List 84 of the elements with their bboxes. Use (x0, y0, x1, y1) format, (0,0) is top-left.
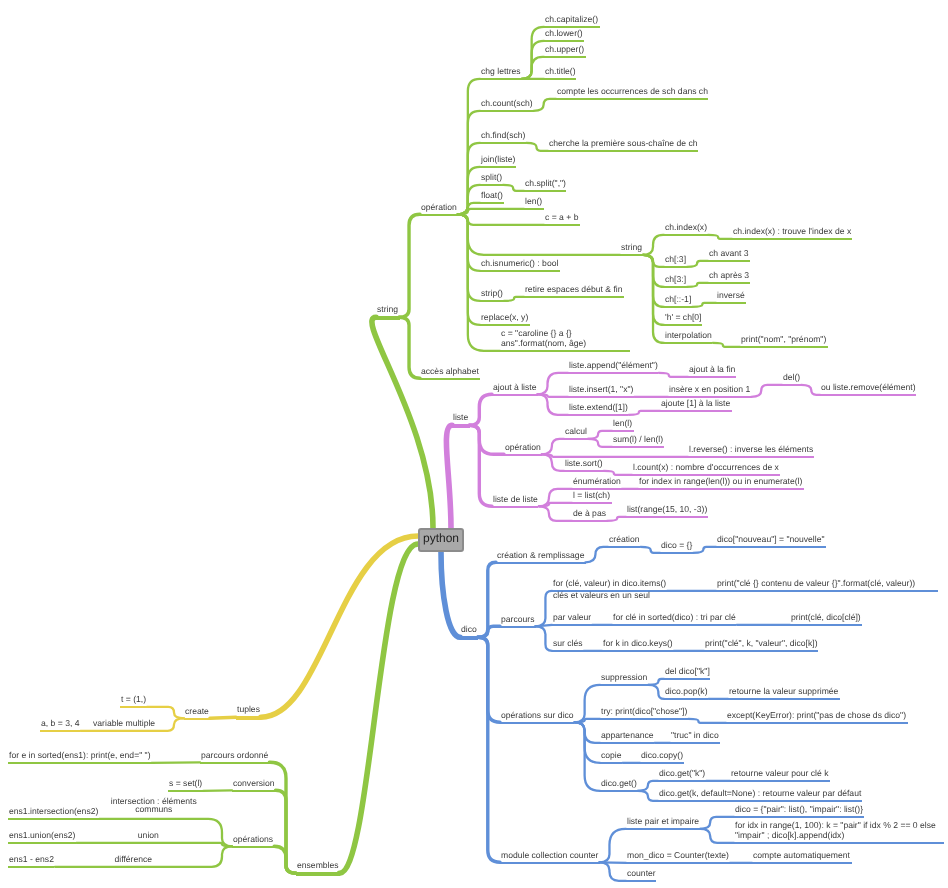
branch-line (692, 545, 718, 554)
branch-line (540, 453, 690, 458)
branch-line (586, 429, 614, 440)
branch-line (520, 55, 546, 80)
branch-line (691, 301, 718, 308)
branch-line (520, 77, 546, 80)
branch-line (687, 717, 728, 724)
branch-line (705, 779, 732, 782)
branch-line (98, 817, 234, 848)
branch-line (633, 395, 670, 398)
branch-line (627, 409, 662, 416)
branch-line (540, 437, 566, 456)
branch-line (647, 677, 666, 686)
branch-line (258, 533, 421, 720)
branch-line (598, 861, 628, 864)
branch-line (735, 623, 792, 626)
branch-line (602, 469, 634, 476)
branch-line (537, 487, 574, 508)
branch-line (536, 371, 570, 396)
branch-line (467, 423, 494, 508)
branch-line (573, 683, 602, 724)
branch-line (534, 625, 554, 652)
branch-line (537, 505, 574, 522)
branch-line (657, 371, 690, 378)
branch-line (641, 233, 666, 256)
branch-line (647, 683, 666, 700)
branch-line (456, 183, 482, 216)
branch-line (728, 861, 754, 864)
branch-line (150, 761, 202, 764)
branch-line (456, 207, 526, 216)
branch-line (525, 141, 550, 152)
branch-line (598, 861, 628, 882)
branch-line (540, 453, 566, 472)
branch-line (573, 717, 602, 724)
branch-line (685, 259, 710, 268)
branch-line (605, 515, 628, 522)
branch-line (208, 715, 238, 720)
branch-line (706, 233, 734, 240)
branch-line (653, 741, 672, 744)
branch-line (202, 789, 234, 792)
branch-line (707, 697, 730, 700)
branch-line (800, 383, 822, 396)
branch-line (53, 845, 234, 868)
branch-line (369, 314, 436, 531)
branch-line (443, 422, 455, 531)
branch-line (699, 815, 736, 830)
branch-line (502, 295, 526, 302)
branch-line (711, 341, 742, 348)
branch-line (641, 253, 666, 344)
branch-line (534, 589, 554, 628)
branch-line (639, 545, 662, 554)
branch-line (621, 761, 642, 764)
branch-line (536, 393, 570, 416)
branch-line (620, 487, 640, 490)
branch-line (336, 541, 421, 876)
branch-line (456, 213, 502, 352)
branch-line (586, 437, 614, 448)
branch-line (685, 281, 710, 288)
branch-line (75, 841, 234, 848)
branch-line (636, 789, 660, 802)
branch-line (666, 589, 718, 593)
branch-line (750, 383, 784, 398)
branch-line (145, 705, 186, 720)
branch-line (272, 844, 298, 875)
branch-line (501, 183, 526, 192)
branch-line (537, 501, 574, 508)
branch-line (438, 549, 463, 640)
branch-line (397, 315, 422, 380)
branch-line (636, 779, 660, 792)
branch-line (476, 624, 502, 639)
branch-line (672, 649, 706, 652)
branch-line (598, 827, 628, 864)
branch-line (79, 717, 186, 732)
branch-line (582, 649, 604, 652)
branch-line (534, 623, 554, 628)
branch-line (467, 392, 494, 427)
branch-line (532, 97, 558, 112)
branch-line (699, 827, 736, 844)
branch-line (584, 545, 610, 564)
branch-line (536, 393, 570, 398)
branch-line (397, 212, 422, 319)
branch-line (573, 721, 602, 792)
branch-line (591, 623, 614, 626)
branch-line (456, 213, 546, 226)
